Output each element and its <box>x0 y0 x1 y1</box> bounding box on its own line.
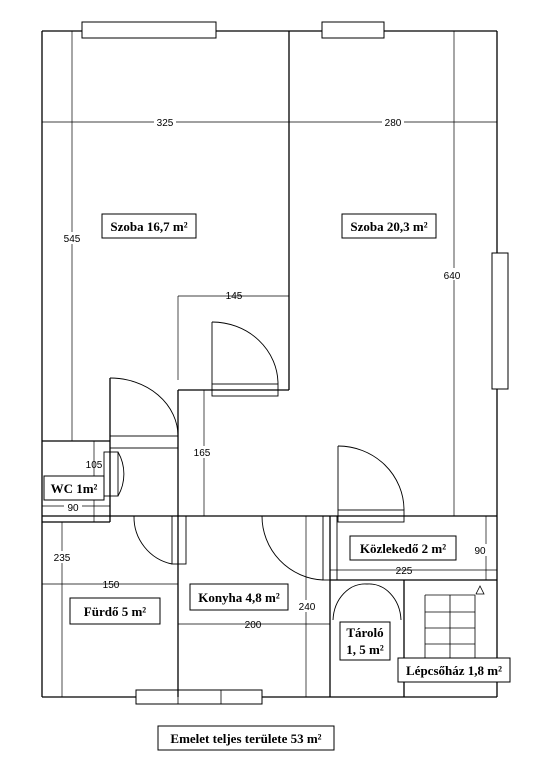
room-konyha: Konyha 4,8 m² <box>198 590 280 605</box>
total-area-caption: Emelet teljes területe 53 m² <box>157 725 335 751</box>
door-wc <box>103 451 125 497</box>
dim-280: 280 <box>385 118 402 129</box>
window-top-right <box>321 21 385 39</box>
dim-165: 165 <box>194 448 211 459</box>
dim-240: 240 <box>299 602 316 613</box>
room-kozlekedo: Közlekedő 2 m² <box>360 541 446 556</box>
window-top-left <box>81 21 217 39</box>
dim-150: 150 <box>103 580 120 591</box>
dim-225: 225 <box>396 566 413 577</box>
dim-235: 235 <box>54 553 71 564</box>
room-furdo: Fürdő 5 m² <box>84 604 147 619</box>
room-wc: WC 1m² <box>51 481 98 496</box>
room-labels: Szoba 16,7 m² Szoba 20,3 m² WC 1m² Közle… <box>43 213 511 683</box>
door-szoba1 <box>109 377 179 449</box>
door-konyha-left <box>133 515 187 565</box>
door-szoba-middle <box>211 321 279 397</box>
door-kozlekedo <box>337 445 405 523</box>
room-lepcsohaz: Lépcsőház 1,8 m² <box>406 663 502 678</box>
dim-640: 640 <box>444 271 461 282</box>
dim-90-wc: 90 <box>67 503 79 514</box>
dim-90-kozlekedo: 90 <box>474 546 486 557</box>
dim-325: 325 <box>157 118 174 129</box>
room-szoba-1: Szoba 16,7 m² <box>110 219 187 234</box>
caption-text: Emelet teljes területe 53 m² <box>170 731 321 746</box>
room-tarolo-name: Tároló <box>346 625 383 640</box>
dim-545: 545 <box>64 234 81 245</box>
door-konyha-right <box>261 515 338 581</box>
window-right <box>491 252 509 390</box>
window-bottom <box>135 689 263 705</box>
interior-walls <box>42 31 497 697</box>
door-tarolo <box>332 583 402 621</box>
dim-200: 200 <box>245 620 262 631</box>
dim-145: 145 <box>226 291 243 302</box>
room-szoba-2: Szoba 20,3 m² <box>350 219 427 234</box>
dimension-labels: 325 280 545 640 145 165 105 90 225 90 23… <box>52 116 492 631</box>
dim-105: 105 <box>86 460 103 471</box>
room-tarolo-area: 1, 5 m² <box>346 642 384 657</box>
